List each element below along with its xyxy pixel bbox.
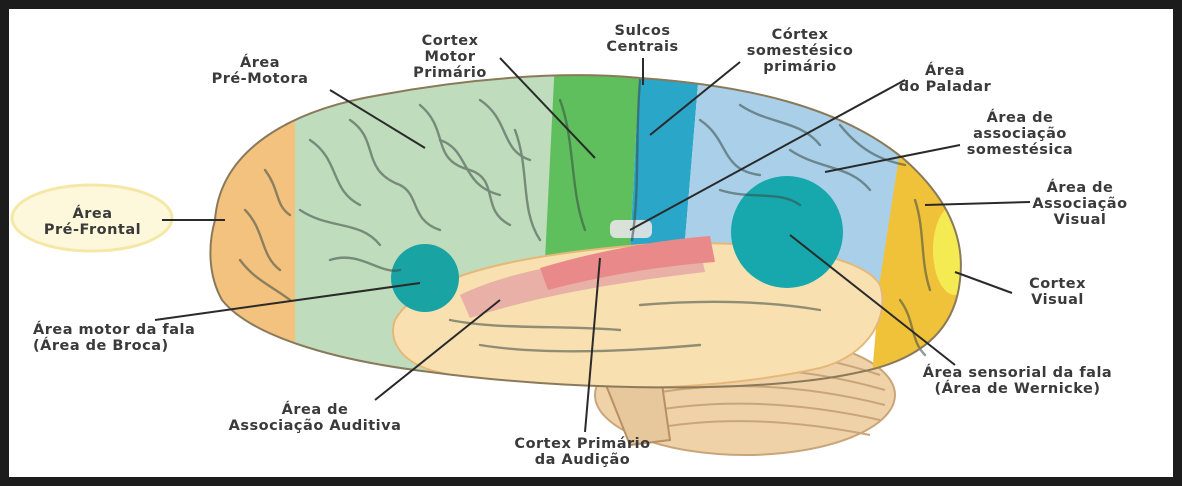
region-visual-primary [933, 205, 977, 295]
label-area-do-paladar: Área do Paladar [880, 63, 1010, 95]
region-broca [391, 244, 459, 312]
label-cortex-primario-audicao: Cortex Primário da Audição [460, 436, 705, 468]
label-area-motor-fala: Área motor da fala (Área de Broca) [33, 322, 293, 354]
label-area-pre-motora: Área Pré-Motora [195, 55, 325, 87]
label-area-pre-frontal: Área Pré-Frontal [30, 206, 155, 238]
label-cortex-motor-primario: Cortex Motor Primário [395, 33, 505, 81]
label-area-associacao-somestesica: Área de associação somestésica [945, 110, 1095, 158]
label-cortex-somestesico-primario: Córtex somestésico primário [715, 27, 885, 75]
label-area-associacao-visual: Área de Associação Visual [1010, 180, 1150, 228]
label-area-sensorial-fala: Área sensorial da fala (Área de Wernicke… [870, 365, 1165, 397]
label-sulcos-centrais: Sulcos Centrais [585, 23, 700, 55]
label-area-associacao-auditiva: Área de Associação Auditiva [195, 402, 435, 434]
region-wernicke [731, 176, 843, 288]
label-cortex-visual: Cortex Visual [1000, 276, 1115, 308]
